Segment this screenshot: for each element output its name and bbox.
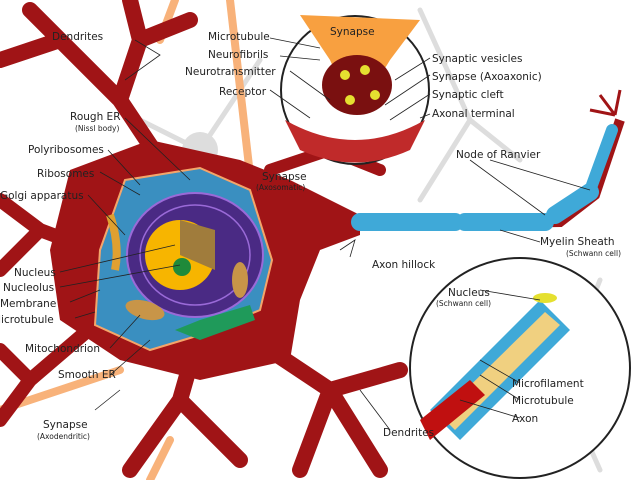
label-synaptic-cleft: Synaptic cleft <box>432 89 504 101</box>
label-myelin-sheath: Myelin Sheath <box>540 236 615 248</box>
label-synaptic-vesicles: Synaptic vesicles <box>432 53 522 65</box>
label-synapse-top: Synapse <box>330 26 375 38</box>
label-synapse-axoaxonic: Synapse (Axoaxonic) <box>432 71 542 83</box>
axon-detail-circle <box>409 257 631 479</box>
label-microtubule-axon: Microtubule <box>512 395 574 407</box>
label-receptor: Receptor <box>219 86 267 98</box>
label-mitochondrion: Mitochondrion <box>25 343 100 355</box>
label-membrane: Membrane <box>0 298 56 310</box>
label-nucleus: Nucleus <box>14 267 56 279</box>
label-polyribosomes: Polyribosomes <box>28 144 104 156</box>
incoming-axons <box>0 0 254 480</box>
label-golgi: Golgi apparatus <box>0 190 84 202</box>
label-nucleolus: Nucleolus <box>3 282 54 294</box>
axon <box>349 89 625 231</box>
label-synapse-axosomatic: Synapse <box>262 171 307 183</box>
labels: Dendrites Microtubule Neurofibrils Neuro… <box>0 26 621 441</box>
label-microtubule-top: Microtubule <box>208 31 270 43</box>
label-axon: Axon <box>512 413 538 425</box>
leader-lines <box>59 37 591 431</box>
label-smooth-er: Smooth ER <box>58 369 116 381</box>
label-synapse-axosomatic-sub: (Axosomatic) <box>256 183 305 192</box>
label-neurotransmitter: Neurotransmitter <box>185 66 276 78</box>
label-nucleus-schwann-sub: (Schwann cell) <box>436 299 491 308</box>
label-ribosomes: Ribosomes <box>37 168 94 180</box>
label-synapse-axodendritic-sub: (Axodendritic) <box>37 432 90 441</box>
label-axonal-terminal: Axonal terminal <box>432 108 515 120</box>
label-dendrites-top: Dendrites <box>52 31 103 43</box>
label-dendrites-bottom: Dendrites <box>383 427 434 439</box>
label-rough-er: Rough ER <box>70 111 121 123</box>
label-axon-hillock: Axon hillock <box>372 259 436 271</box>
label-rough-er-sub: (Nissl body) <box>75 124 119 133</box>
label-node-of-ranvier: Node of Ranvier <box>456 149 541 161</box>
label-synapse-axodendritic: Synapse <box>43 419 88 431</box>
nucleolus <box>173 258 191 276</box>
mitochondrion <box>125 299 165 321</box>
label-neurofibrils: Neurofibrils <box>208 49 268 61</box>
label-nucleus-schwann: Nucleus <box>448 287 490 299</box>
label-microtubule-left: Microtubule <box>0 314 54 326</box>
smooth-er <box>175 305 255 340</box>
label-microfilament: Microfilament <box>512 378 584 390</box>
label-myelin-sheath-sub: (Schwann cell) <box>566 249 621 258</box>
synapse-detail-circle <box>280 15 430 165</box>
